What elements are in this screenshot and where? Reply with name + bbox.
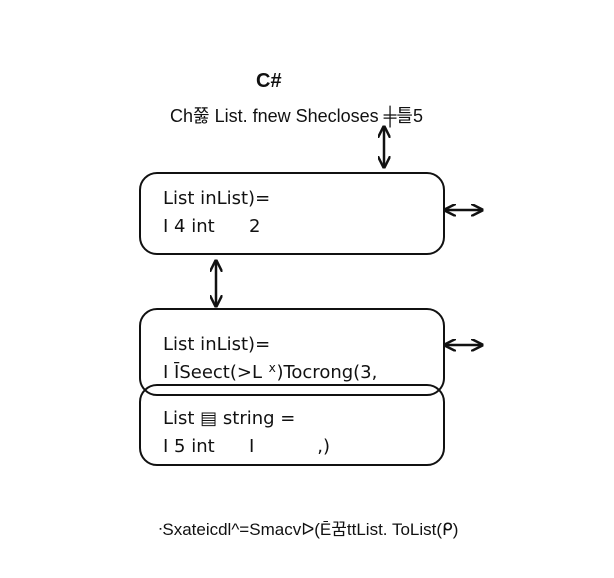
- box-3-line-1: List ▤ string =: [163, 408, 296, 429]
- diagram-subtitle: Ch쭗 List. fnew Shecloses ╪틀5: [170, 106, 423, 126]
- diagram-heading: C#: [256, 70, 282, 92]
- list-box-3: [139, 384, 445, 466]
- diagram-footer: ᐧSxateicdl^=Smacvᐅ(Ē꿈ttList. ToList(ᑭ): [158, 520, 459, 539]
- box-2-line-2: I ĪSeect(>L ᕁ)Tocrong(3,: [163, 362, 378, 383]
- box-1-line-1: List inList)=: [163, 188, 271, 209]
- list-box-2: [139, 308, 445, 396]
- box-1-line-2: I 4 int 2: [163, 216, 261, 237]
- box-2-line-1: List inList)=: [163, 334, 271, 355]
- box-3-line-2: I 5 int I ,): [163, 436, 330, 457]
